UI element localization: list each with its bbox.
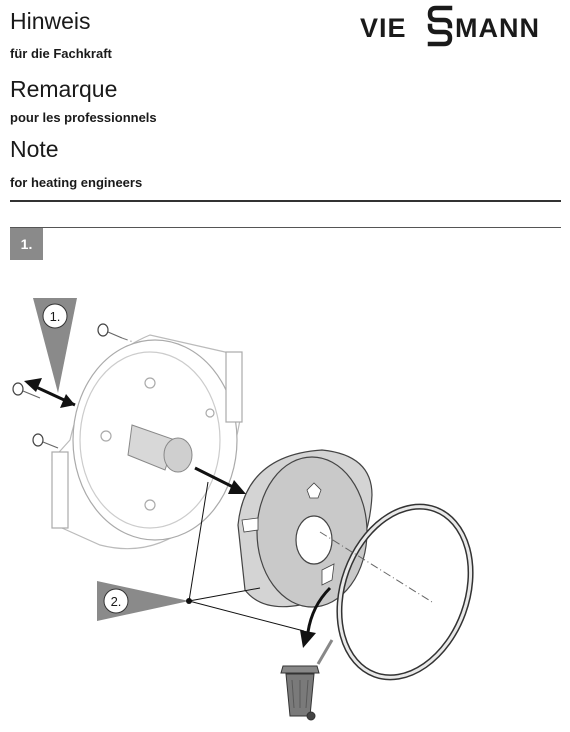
title-german: Hinweis (10, 8, 91, 34)
callout-step-2: 2. (97, 481, 305, 632)
header-divider (10, 200, 561, 202)
callout-2-label: 2. (111, 594, 122, 609)
callout-1-label: 1. (50, 309, 61, 324)
title-french: Remarque (10, 76, 118, 102)
title-english: Note (10, 136, 59, 162)
screw-icon (12, 323, 123, 449)
insulation-disc-icon (237, 449, 373, 608)
step-divider (10, 227, 561, 228)
gasket-ring-icon (336, 503, 474, 681)
arrow-icon (24, 378, 332, 648)
waste-bin-icon (280, 639, 334, 721)
logo-right-text: MANN (455, 13, 540, 43)
logo-double-s-icon (427, 5, 453, 47)
step-number-badge: 1. (10, 228, 43, 260)
subtitle-german: für die Fachkraft (10, 46, 112, 61)
viessmann-logo: VIE MANN (360, 5, 540, 47)
maintenance-illustration: 1. 2. (12, 298, 474, 721)
callout-step-1: 1. (33, 298, 77, 393)
subtitle-english: for heating engineers (10, 175, 143, 190)
burner-tube-icon (127, 424, 193, 473)
subtitle-french: pour les professionnels (10, 110, 157, 125)
logo-left-text: VIE (360, 13, 407, 43)
